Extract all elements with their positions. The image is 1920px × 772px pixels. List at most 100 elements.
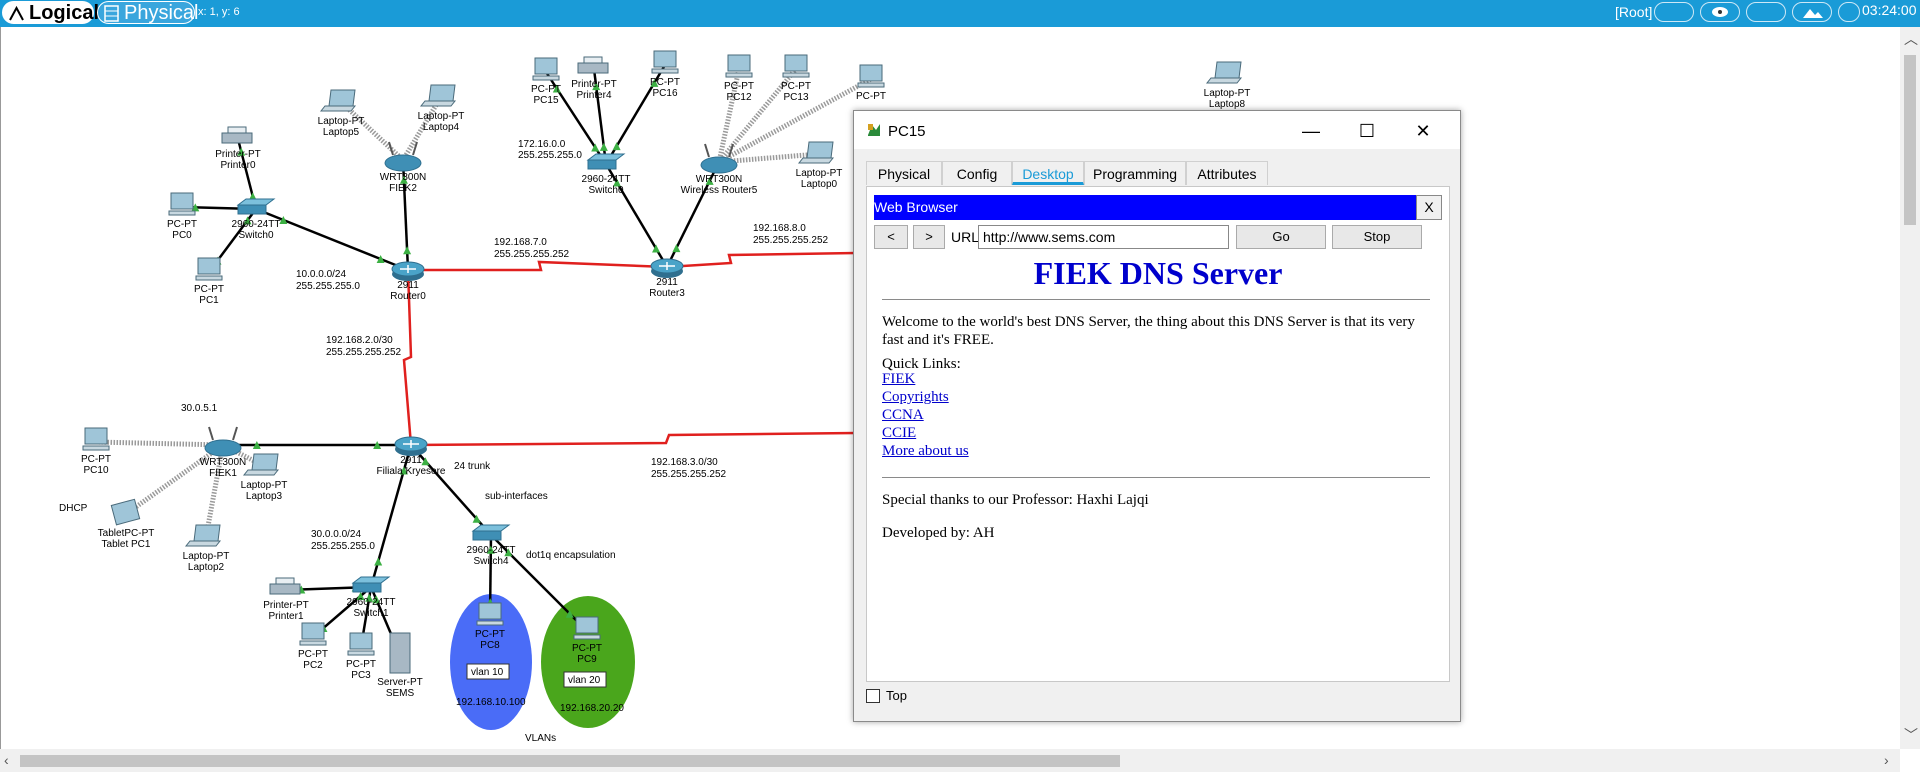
viewport-icon[interactable] xyxy=(1838,2,1860,22)
tab-desktop[interactable]: Desktop xyxy=(1012,161,1084,185)
network-note[interactable]: vlan 20 xyxy=(568,675,601,686)
network-note[interactable]: 255.255.255.252 xyxy=(753,235,829,246)
root-breadcrumb[interactable]: [Root] xyxy=(1615,4,1653,20)
network-note[interactable]: sub-interfaces xyxy=(485,491,548,502)
tab-attributes[interactable]: Attributes xyxy=(1186,161,1268,185)
link-fiek[interactable]: FIEK xyxy=(882,371,916,387)
device-pc-pt[interactable]: PC-PT xyxy=(856,64,886,102)
vertical-scroll-thumb[interactable] xyxy=(1904,55,1916,225)
network-note[interactable]: 255.255.255.0 xyxy=(296,281,360,292)
url-input[interactable] xyxy=(978,225,1229,249)
network-note[interactable]: 255.255.255.252 xyxy=(326,347,402,358)
top-checkbox[interactable] xyxy=(866,689,880,703)
browser-forward-button[interactable]: > xyxy=(913,225,945,249)
minimize-button[interactable]: — xyxy=(1302,121,1320,141)
back-navigation-icon[interactable] xyxy=(1654,2,1694,22)
device-model-label: Laptop-PT xyxy=(796,168,843,179)
set-background-icon[interactable] xyxy=(1792,2,1832,22)
network-note[interactable]: 192.168.20.20 xyxy=(560,703,624,714)
network-note[interactable]: 30.0.5.1 xyxy=(181,403,218,414)
network-note[interactable]: 192.168.2.0/30 xyxy=(326,335,393,346)
close-button[interactable]: ✕ xyxy=(1415,121,1431,141)
web-page-view[interactable]: FIEK DNS Server Welcome to the world's b… xyxy=(874,255,1442,675)
network-note[interactable]: 30.0.0.0/24 xyxy=(311,529,361,540)
physical-view-button[interactable]: Physical xyxy=(97,1,198,24)
network-note[interactable]: 255.255.255.252 xyxy=(494,249,570,260)
link-more-about-us[interactable]: More about us xyxy=(882,443,969,459)
browser-go-button[interactable]: Go xyxy=(1236,225,1326,249)
network-note[interactable]: 192.168.8.0 xyxy=(753,223,806,234)
device-model-label: 2960-24TT xyxy=(582,174,631,185)
device-model-label: Laptop-PT xyxy=(318,116,365,127)
network-note[interactable]: 255.255.255.0 xyxy=(518,150,582,161)
horizontal-scrollbar[interactable]: ‹ › xyxy=(0,749,1900,772)
network-note[interactable]: dot1q encapsulation xyxy=(526,550,616,561)
scroll-left-icon[interactable]: ‹ xyxy=(4,752,9,768)
cluster-icon[interactable] xyxy=(1700,2,1740,22)
logical-view-button[interactable]: Logical xyxy=(2,1,99,24)
tab-programming[interactable]: Programming xyxy=(1084,161,1186,185)
network-note[interactable]: DHCP xyxy=(59,503,88,514)
move-object-icon[interactable] xyxy=(1746,2,1786,22)
link-ccna[interactable]: CCNA xyxy=(882,407,924,423)
network-note[interactable]: 255.255.255.0 xyxy=(311,541,375,552)
network-note[interactable]: VLANs xyxy=(525,733,556,744)
scroll-down-icon[interactable]: ﹀ xyxy=(1904,727,1918,743)
network-note[interactable]: 192.168.7.0 xyxy=(494,237,547,248)
web-browser-close-button[interactable]: X xyxy=(1416,195,1442,220)
network-note[interactable]: 172.16.0.0 xyxy=(518,139,566,150)
maximize-button[interactable]: ☐ xyxy=(1358,121,1376,141)
link-ccie[interactable]: CCIE xyxy=(882,425,917,441)
scroll-right-icon[interactable]: › xyxy=(1884,752,1889,768)
tab-config[interactable]: Config xyxy=(942,161,1012,185)
network-note[interactable]: vlan 10 xyxy=(471,667,504,678)
topology-canvas[interactable]: Printer-PTPrinter0Laptop-PTLaptop5Laptop… xyxy=(1,27,1901,749)
dialog-titlebar[interactable]: PC15 — ☐ ✕ xyxy=(854,111,1460,149)
network-note[interactable]: 192.168.3.0/30 xyxy=(651,457,718,468)
network-note[interactable]: 192.168.10.100 xyxy=(456,697,526,708)
browser-back-button[interactable]: < xyxy=(874,225,908,249)
network-note[interactable]: 24 trunk xyxy=(454,461,491,472)
vertical-scrollbar[interactable]: ︿ ﹀ xyxy=(1900,27,1920,749)
link-copyrights[interactable]: Copyrights xyxy=(882,389,949,405)
scroll-up-icon[interactable]: ︿ xyxy=(1904,31,1918,47)
network-note[interactable]: 255.255.255.252 xyxy=(651,469,727,480)
browser-stop-button[interactable]: Stop xyxy=(1332,225,1422,249)
horizontal-scroll-thumb[interactable] xyxy=(20,755,1120,767)
device-model-label: 2960-24TT xyxy=(232,219,281,230)
tab-physical[interactable]: Physical xyxy=(866,161,942,185)
network-note[interactable]: 10.0.0.0/24 xyxy=(296,269,346,280)
